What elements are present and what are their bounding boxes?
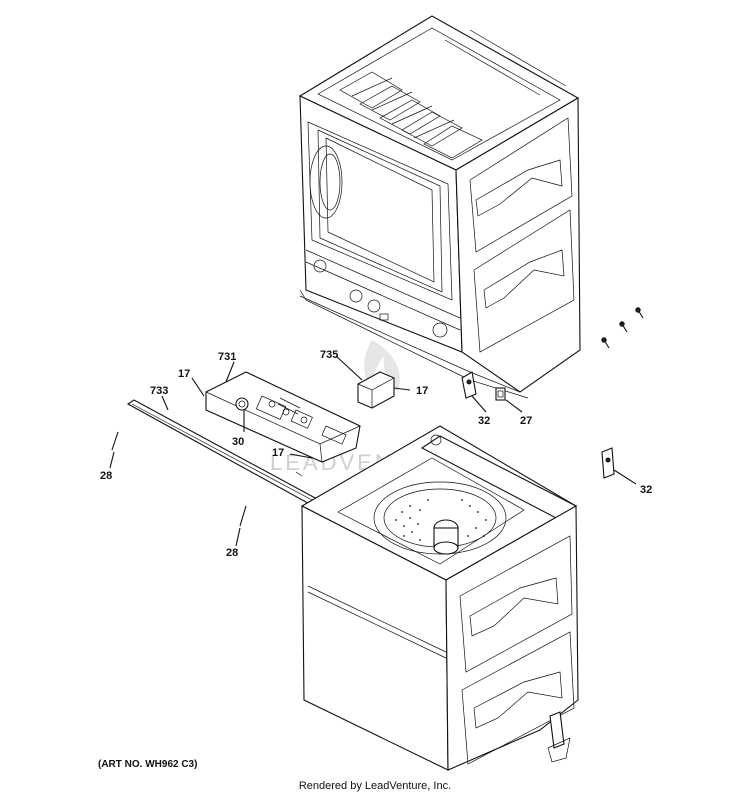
- callout-17-left: 17: [178, 368, 190, 380]
- callout-28-left: 28: [100, 470, 112, 482]
- callout-27: 27: [520, 415, 532, 427]
- callout-28-center: 28: [226, 547, 238, 559]
- part-735-bracket: [357, 371, 395, 409]
- part-28-screw-left: [111, 431, 119, 451]
- part-32-bracket-left: [461, 371, 477, 399]
- part-27-clip: [495, 387, 506, 401]
- callout-735: 735: [320, 349, 338, 361]
- callout-32-left: 32: [478, 415, 490, 427]
- callout-17-center: 17: [272, 447, 284, 459]
- part-30-knob: [235, 397, 249, 411]
- washer-cabinet: [300, 425, 579, 771]
- dryer-cabinet: [298, 15, 581, 399]
- part-731-control-box: [205, 371, 361, 463]
- callout-731: 731: [218, 351, 236, 363]
- callout-733: 733: [150, 385, 168, 397]
- screw-set: [601, 307, 644, 349]
- part-28-screw-center: [239, 505, 247, 527]
- callout-17-right: 17: [416, 385, 428, 397]
- leader-lines: [109, 355, 637, 547]
- callout-labels: 735 731 17 17 17 733 30 32 27 32 28 28: [100, 349, 652, 559]
- render-credit: Rendered by LeadVenture, Inc.: [298, 780, 452, 792]
- part-32-bracket-right: [601, 447, 615, 479]
- callout-32-right: 32: [640, 484, 652, 496]
- callout-30: 30: [232, 436, 244, 448]
- art-number: (ART NO. WH962 C3): [98, 759, 198, 770]
